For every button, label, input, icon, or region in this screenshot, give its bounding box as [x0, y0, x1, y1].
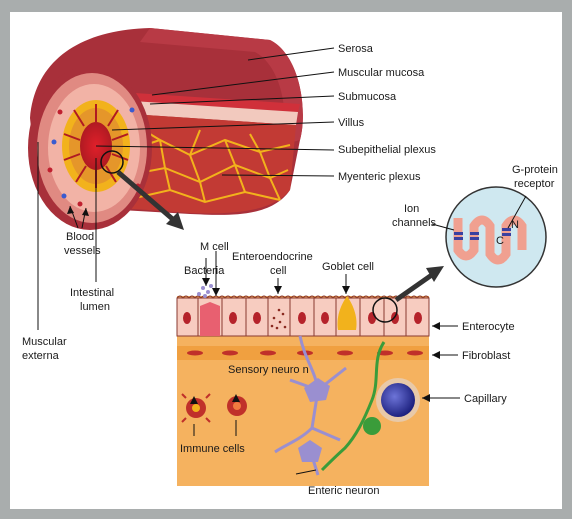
tissue-block — [177, 284, 429, 486]
label-gprotein-1: G-protein — [512, 164, 558, 176]
label-villus: Villus — [338, 117, 365, 129]
receptor-c-label: C — [496, 235, 504, 247]
label-submucosa: Submucosa — [338, 91, 397, 103]
label-bacteria: Bacteria — [184, 265, 225, 277]
label-muscular-mucosa: Muscular mucosa — [338, 67, 425, 79]
label-ion-channels-1: Ion — [404, 203, 419, 215]
epithelial-cell-row — [177, 296, 429, 336]
label-m-cell: M cell — [200, 241, 229, 253]
capillary — [376, 378, 420, 422]
label-muscular-externa-2: externa — [22, 350, 60, 362]
label-blood-vessels-1: Blood — [66, 231, 94, 243]
label-intestinal-lumen-2: lumen — [80, 301, 110, 313]
enteric-neuron-body — [363, 417, 381, 435]
label-enteroendocrine-2: cell — [270, 265, 287, 277]
label-enteric-neuron: Enteric neuron — [308, 485, 380, 497]
label-fibroblast: Fibroblast — [462, 350, 510, 362]
label-enterocyte: Enterocyte — [462, 321, 515, 333]
label-subepithelial-plexus: Subepithelial plexus — [338, 144, 436, 156]
label-serosa: Serosa — [338, 43, 374, 55]
label-gprotein-2: receptor — [514, 178, 555, 190]
label-myenteric-plexus: Myenteric plexus — [338, 171, 421, 183]
label-capillary: Capillary — [464, 393, 507, 405]
label-sensory-neuron: Sensory neuro n — [228, 364, 309, 376]
label-ion-channels-2: channels — [392, 217, 437, 229]
label-immune-cells: Immune cells — [180, 443, 245, 455]
label-intestinal-lumen-1: Intestinal — [70, 287, 114, 299]
label-muscular-externa-1: Muscular — [22, 336, 67, 348]
m-cell — [200, 302, 220, 336]
label-enteroendocrine-1: Enteroendocrine — [232, 251, 313, 263]
label-goblet-cell: Goblet cell — [322, 261, 374, 273]
label-blood-vessels-2: vessels — [64, 245, 101, 257]
